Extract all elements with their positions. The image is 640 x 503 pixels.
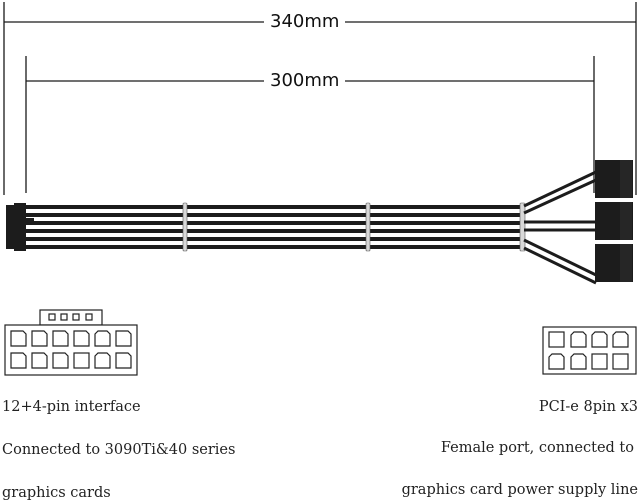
inner-length-label: 300mm (264, 70, 346, 92)
plug-pcie-8pin (595, 160, 633, 282)
pinout-12plus4 (4, 309, 138, 376)
left-caption-line-2: Connected to 3090Ti&40 series (2, 442, 236, 458)
right-caption-line-2: Female port, connected to (440, 440, 634, 456)
pinout-pcie-8pin (542, 326, 637, 375)
right-caption-line-3: graphics card power supply line (401, 482, 638, 498)
left-caption-line-3: graphics cards (2, 485, 111, 501)
outer-length-label: 340mm (264, 11, 346, 33)
left-caption-line-1: 12+4-pin interface (2, 399, 141, 415)
cable-bundle (6, 170, 597, 285)
plug-12vhpwr (6, 203, 34, 251)
right-caption-line-1: PCI-e 8pin x3 (538, 399, 638, 415)
